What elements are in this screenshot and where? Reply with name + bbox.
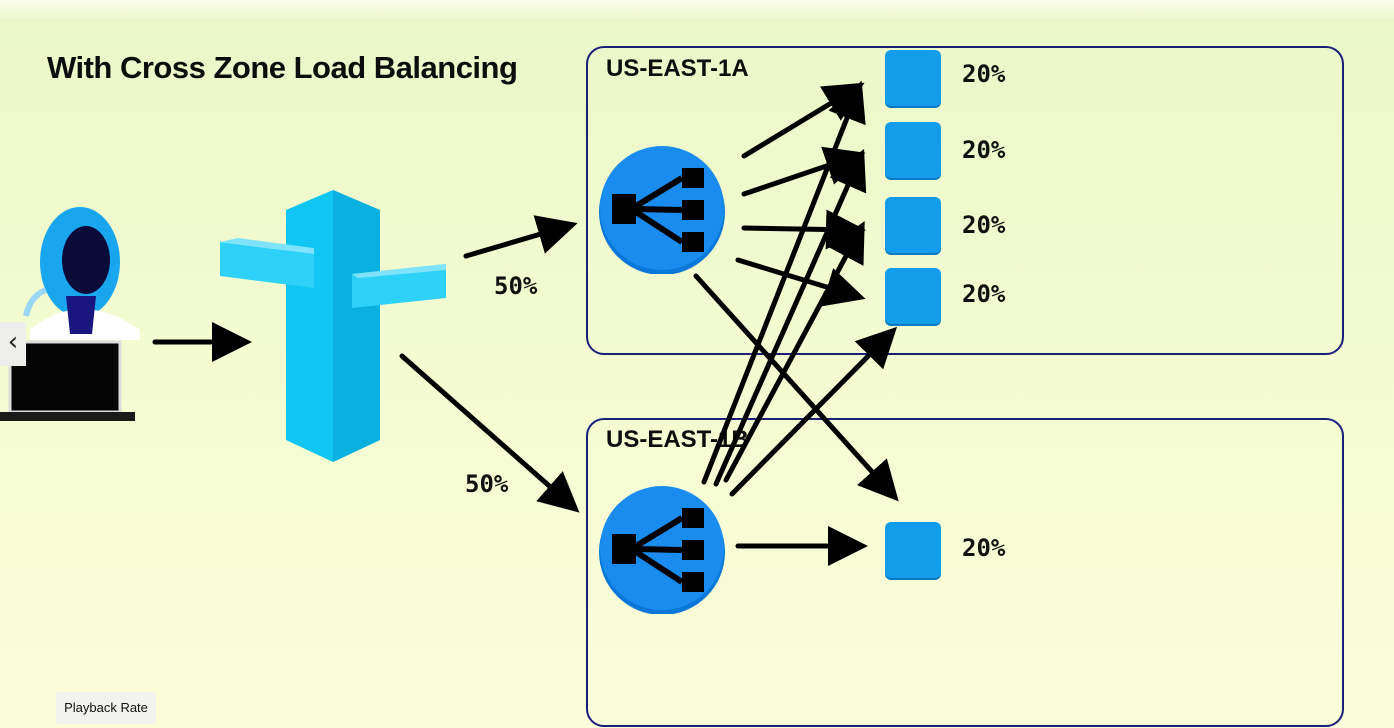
instance-percent: 20% [962,136,1006,164]
instance-box [885,268,941,324]
zone-a-box [586,46,1344,355]
arrow-lba-to-i3 [741,209,866,250]
arrow-lbb-to-i3 [723,221,865,483]
arrow-dns-to-lb-a [463,215,578,259]
arrow-lbb-to-i2 [713,148,867,487]
arrow-lba-to-i5 [693,273,899,502]
arrow-dns-to-lb-b [399,353,580,513]
slide-title: With Cross Zone Load Balancing [47,50,518,85]
arrow-lbb-to-i1 [701,80,866,485]
split-percent-a: 50% [494,272,538,300]
split-percent-b: 50% [465,470,509,498]
load-balancer-icon [599,486,725,614]
instance-box [885,522,941,578]
previous-slide-button[interactable]: ‹ [0,322,26,366]
instance-box [885,197,941,253]
load-balancer-icon [599,146,725,274]
arrow-lba-to-i4 [735,257,866,307]
user-at-laptop-icon [0,207,140,421]
route53-dns-icon [220,190,446,462]
top-strip [0,0,1394,18]
instance-box [885,50,941,106]
arrow-lbb-to-i4 [729,326,898,497]
instance-percent: 20% [962,534,1006,562]
zone-b-box [586,418,1344,727]
instance-percent: 20% [962,60,1006,88]
instance-percent: 20% [962,211,1006,239]
instance-percent: 20% [962,280,1006,308]
playback-rate-button[interactable]: Playback Rate [56,692,156,724]
instance-box [885,122,941,178]
arrow-lba-to-i1 [741,82,865,159]
arrow-lba-to-i2 [741,146,866,197]
zone-a-label: US-EAST-1A [606,55,749,82]
